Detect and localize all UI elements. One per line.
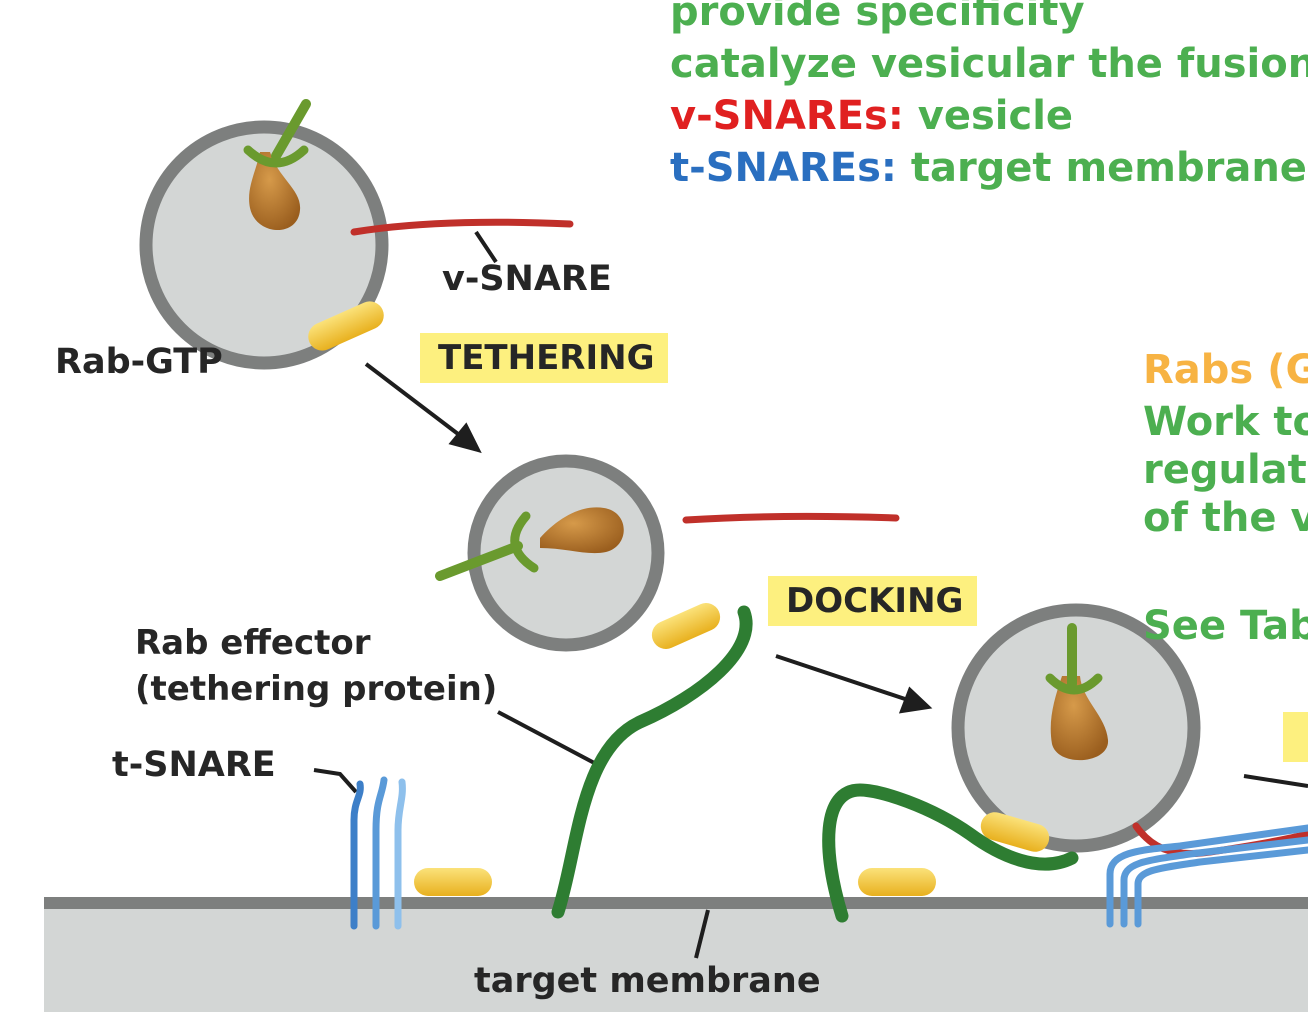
rab-gdp-icon <box>414 868 492 896</box>
arrowhead-docking <box>898 686 933 714</box>
rab-gtp-icon <box>980 812 1050 852</box>
note-rabs-line3: regulate <box>1143 447 1308 493</box>
tethering-protein <box>551 605 753 919</box>
vesicle-tethering <box>139 99 574 370</box>
leader-rab-effector <box>497 710 601 768</box>
note-t-snares-term: t-SNAREs: <box>670 145 897 191</box>
rab-gdp-icon <box>858 868 936 896</box>
stage-tethering-label: TETHERING <box>420 333 669 383</box>
cargo-icon <box>1050 676 1109 761</box>
note-v-snares-term: v-SNAREs: <box>670 93 904 139</box>
note-see-table: See Tab <box>1143 603 1308 649</box>
tethering-protein <box>822 783 1079 923</box>
leader-target-membrane <box>694 909 710 959</box>
cargo-receptor-stalk <box>271 99 311 161</box>
stage-docking-label: DOCKING <box>768 576 978 626</box>
rab-gtp-icon <box>308 301 384 351</box>
rab-gtp-icon <box>651 603 721 649</box>
label-t-snare: t-SNARE <box>112 745 276 785</box>
note-t-snares: t-SNAREs: target membrane <box>670 148 1307 188</box>
note-rabs-line4: of the v <box>1143 495 1308 541</box>
arrow-docking <box>775 654 909 702</box>
note-rabs-line2: Work to <box>1143 399 1308 445</box>
stage-arrows <box>364 362 1308 788</box>
label-v-snare: v-SNARE <box>442 259 612 299</box>
v-snare-strand <box>682 512 900 524</box>
label-rab-effector: Rab effector <box>135 623 371 663</box>
leader-t-snare <box>313 768 358 794</box>
note-t-snares-def: target membrane <box>896 145 1307 191</box>
note-v-snares-def: vesicle <box>903 93 1074 139</box>
t-snare-icon <box>350 776 406 930</box>
note-snares-fusion: catalyze vesicular the fusion <box>670 41 1308 87</box>
arrow-tethering <box>364 362 464 439</box>
stage-fusion-label-cropped: ​ <box>1283 712 1308 762</box>
target-membrane <box>44 897 1308 1012</box>
v-snare-strand <box>350 218 574 236</box>
vesicle-docking <box>435 454 900 919</box>
vesicle-fusing <box>822 603 1308 928</box>
arrow-fusion <box>1243 774 1308 788</box>
cargo-receptor-stalk <box>435 541 523 581</box>
cargo-icon <box>249 152 301 231</box>
note-v-snares: v-SNAREs: vesicle <box>670 96 1073 136</box>
cargo-receptor-icon <box>1045 673 1103 695</box>
note-rabs-title: Rabs (G <box>1143 347 1308 393</box>
label-rab-gtp: Rab-GTP <box>55 342 223 382</box>
label-tethering-protein: (tethering protein) <box>135 669 498 709</box>
arrowhead-tethering <box>448 422 482 454</box>
note-snares-specificity: provide specificity <box>670 0 1085 35</box>
label-target-membrane: target membrane <box>474 961 821 1001</box>
t-snare-complex <box>1106 824 1308 928</box>
leader-v-snare <box>474 230 498 264</box>
cargo-receptor-icon <box>243 145 309 168</box>
cargo-icon <box>540 507 624 554</box>
